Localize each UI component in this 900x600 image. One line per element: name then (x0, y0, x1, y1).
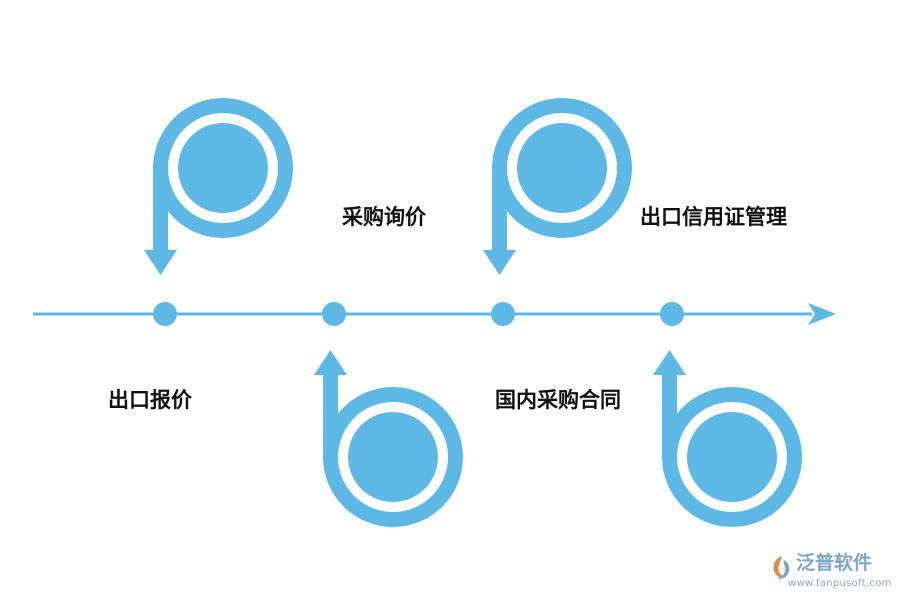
watermark: 泛普软件 www.fanpusoft.com (768, 552, 896, 596)
fanpu-logo-icon (773, 556, 790, 579)
curl-arrow-down-icon (483, 98, 632, 275)
watermark-url: www.fanpusoft.com (788, 578, 892, 589)
timeline-arrowhead-icon (808, 303, 836, 325)
watermark-brand: 泛普软件 (796, 552, 873, 574)
timeline-node-3 (491, 302, 515, 326)
step-label-3: 国内采购合同 (495, 388, 621, 412)
step-label-4: 出口信用证管理 (640, 205, 787, 229)
timeline-node-2 (322, 302, 346, 326)
step-label-1: 出口报价 (108, 388, 192, 412)
curl-arrow-up-icon (314, 350, 463, 527)
curl-arrow-down-icon (144, 98, 293, 275)
step-label-2: 采购询价 (342, 205, 426, 229)
curl-arrow-up-icon (653, 350, 802, 527)
timeline-node-1 (153, 302, 177, 326)
timeline-node-4 (660, 302, 684, 326)
